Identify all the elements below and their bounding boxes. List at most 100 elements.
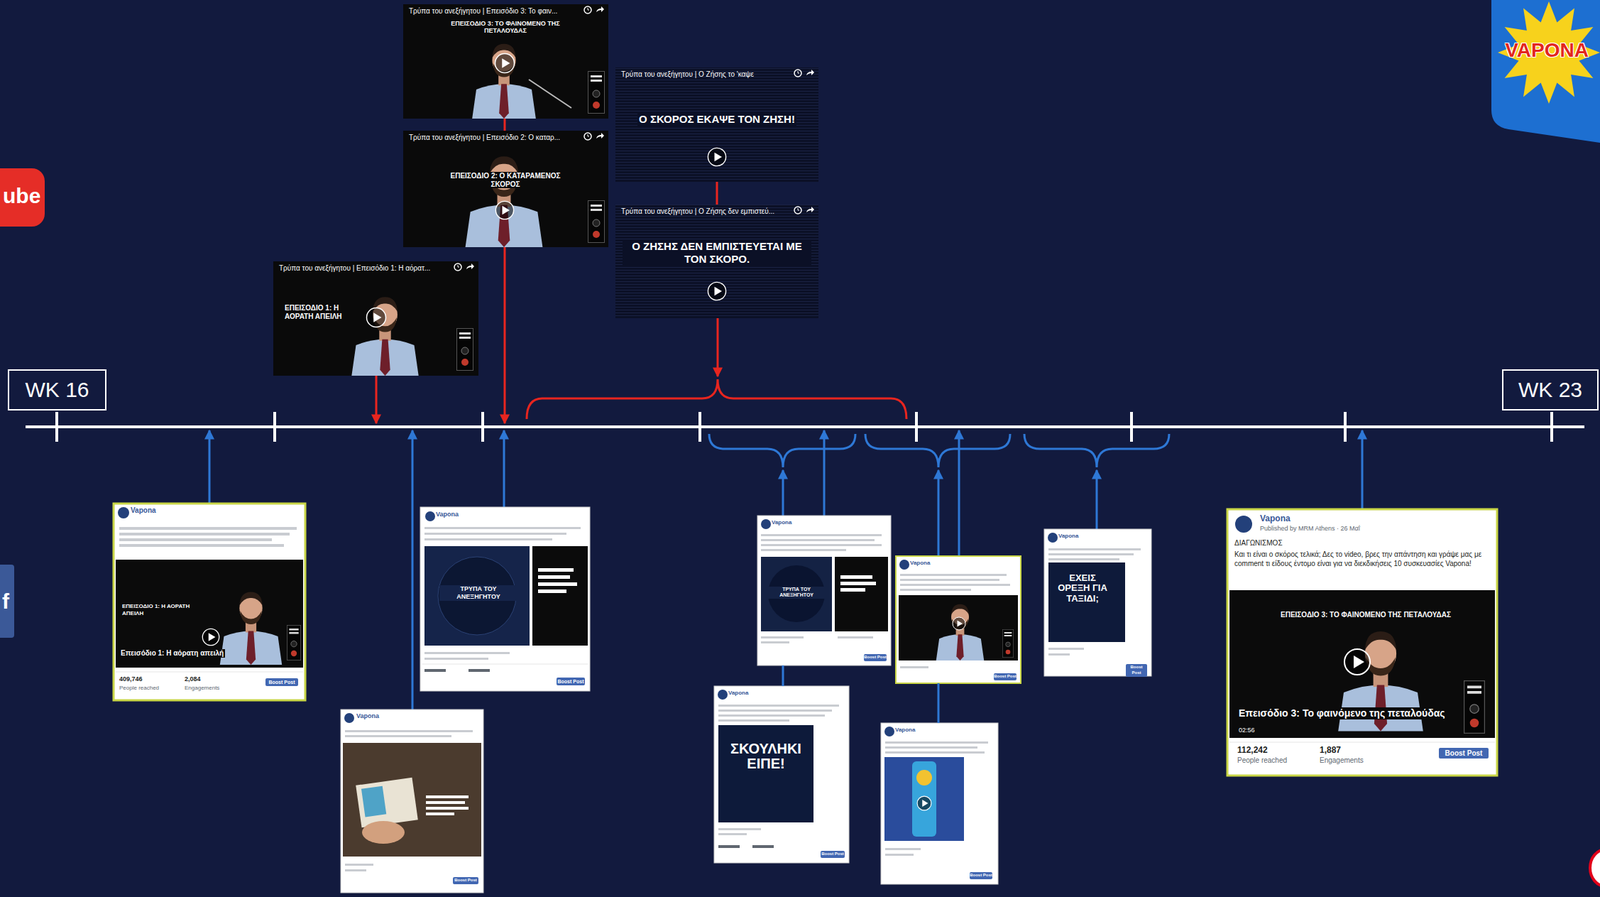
connector-line [782, 665, 785, 686]
divider [115, 671, 304, 673]
video-overlay-title: ΕΠΕΙΣΟΔΙΟ 1: Η ΑΟΡΑΤΗ ΑΠΕΙΛΗ [120, 602, 199, 617]
timeline-axis [25, 425, 1585, 429]
image-text: ΣΚΟΥΛΗΚΙ ΕΙΠΕ! [718, 741, 814, 771]
product-figure [912, 760, 937, 837]
presenter-figure [351, 296, 419, 376]
post-image [115, 559, 304, 668]
wand [528, 79, 572, 108]
post-body: Και τι είναι ο σκόρος τελικά; Δες το vid… [1234, 549, 1490, 568]
play-button [366, 308, 387, 328]
text-line [760, 548, 847, 551]
facebook-post: VaponaΕΠΕΙΣΟΔΙΟ 1: Η ΑΟΡΑΤΗ ΑΠΕΙΛΗ Επεισό… [113, 503, 306, 700]
boost-button-label: Boost Post [993, 672, 1017, 681]
video-caption: Επεισόδιο 1: Η αόρατη απειλή [119, 648, 226, 658]
stat-label: People reached [1237, 755, 1309, 765]
boost-button-label: Boost Post [1438, 747, 1489, 759]
text-line [885, 746, 978, 749]
image-text: ΤΡΥΠΑ ΤΟΥ ΑΝΕΞΗΓΗΤΟΥ [768, 586, 825, 599]
text-line [538, 589, 567, 593]
page-name: Vapona [895, 726, 952, 734]
facebook-post: VaponaΤΡΥΠΑ ΤΟΥ ΑΝΕΞΗΓΗΤΟΥBoost Post [420, 506, 590, 691]
text-line [425, 800, 465, 804]
facebook-logo-text: f [2, 589, 13, 613]
video-overlay-title: Ο ΖΗΣΗΣ ΔΕΝ ΕΜΠΙΣΤΕΥΕΤΑΙ ΜΕ ΤΟΝ ΣΚΟΡΟ. [622, 239, 812, 266]
post-image [342, 742, 482, 857]
text-line [885, 847, 921, 850]
text-line [424, 668, 446, 672]
boost-button-label: Boost Post [1125, 663, 1148, 677]
brand-starburst [1497, 1, 1600, 104]
post-image [834, 556, 889, 632]
page-avatar [760, 518, 771, 529]
product-card [361, 785, 387, 818]
post-card [895, 555, 1021, 683]
video-overlay-title: Ο ΣΚΟΡΟΣ ΕΚΑΨΕ ΤΟΝ ΖΗΣΗ! [637, 112, 797, 126]
post-image [898, 594, 1018, 661]
video-title: Τρύπα του ανεξήγητου | Ο Ζήσης το 'καψε [621, 70, 789, 79]
post-card [1044, 528, 1152, 676]
presenter-figure [472, 44, 536, 119]
page-avatar [1235, 515, 1253, 533]
poster-figure [286, 624, 301, 660]
timeline-tick [481, 411, 485, 442]
timeline-tick [698, 411, 702, 442]
text-line [424, 526, 581, 529]
post-image [1048, 562, 1126, 642]
play-button [495, 53, 515, 74]
video-frame [403, 130, 609, 248]
text-line [718, 827, 761, 830]
facebook-arrow [503, 430, 506, 507]
facebook-arrow [1096, 469, 1099, 529]
page-avatar [1047, 532, 1058, 543]
divider [422, 663, 588, 665]
stat-label: Engagements [184, 684, 242, 692]
post-card [880, 722, 999, 884]
facebook-logo [0, 564, 15, 638]
text-line [344, 863, 374, 866]
youtube-thumbnail: Τρύπα του ανεξήγητου | Επεισόδιο 2: Ο κα… [403, 130, 609, 248]
brand-badge [1491, 0, 1600, 143]
text-line [885, 853, 914, 856]
page-avatar [884, 726, 895, 737]
text-line [344, 734, 452, 737]
video-duration: 02:56 [1237, 726, 1257, 734]
video-icons [584, 132, 605, 140]
poster-figure [1002, 628, 1013, 657]
presenter-figure [936, 604, 984, 661]
video-frame [403, 4, 609, 119]
facebook-post: VaponaPublished by MRM Athens · 26 ΜαΐΔΙ… [1227, 508, 1498, 776]
facebook-bracket [709, 433, 856, 468]
page-avatar [717, 689, 728, 700]
text-line [900, 578, 1000, 581]
page-name: Vapona [130, 506, 230, 515]
page-avatar [117, 506, 130, 519]
text-line [424, 532, 567, 535]
video-icons [794, 206, 815, 214]
text-line [119, 538, 272, 541]
post-image [718, 724, 814, 823]
text-line [119, 526, 297, 530]
video-title: Τρύπα του ανεξήγητου | Επεισόδιο 1: Η αό… [278, 264, 447, 273]
text-line [885, 751, 985, 754]
facebook-post: VaponaΣΚΟΥΛΗΚΙ ΕΙΠΕ!Boost Post [714, 685, 849, 863]
stat-label: Engagements [1319, 755, 1391, 765]
timeline-tick [1130, 411, 1133, 442]
divider [1229, 741, 1495, 743]
text-line [840, 587, 866, 592]
post-card [420, 506, 590, 691]
product-figure [916, 769, 933, 786]
play-button [202, 628, 219, 645]
poster-figure [1464, 680, 1486, 734]
text-line [1048, 552, 1134, 556]
connector-line [716, 181, 719, 205]
youtube-arrow [375, 375, 378, 424]
video-icons [454, 263, 475, 271]
stat-number: 2,084 [184, 675, 242, 683]
text-line [718, 844, 740, 848]
text-line [840, 574, 873, 579]
post-card [714, 685, 849, 863]
facebook-post: VaponaBoost Post [880, 722, 999, 884]
text-line [425, 806, 469, 810]
video-overlay-title: ΕΠΕΙΣΟΔΙΟ 3: ΤΟ ΦΑΙΝΟΜΕΝΟ ΤΗΣ ΠΕΤΑΛΟΥΔΑΣ [1279, 610, 1453, 619]
facebook-post: VaponaBoost Post [340, 709, 484, 893]
